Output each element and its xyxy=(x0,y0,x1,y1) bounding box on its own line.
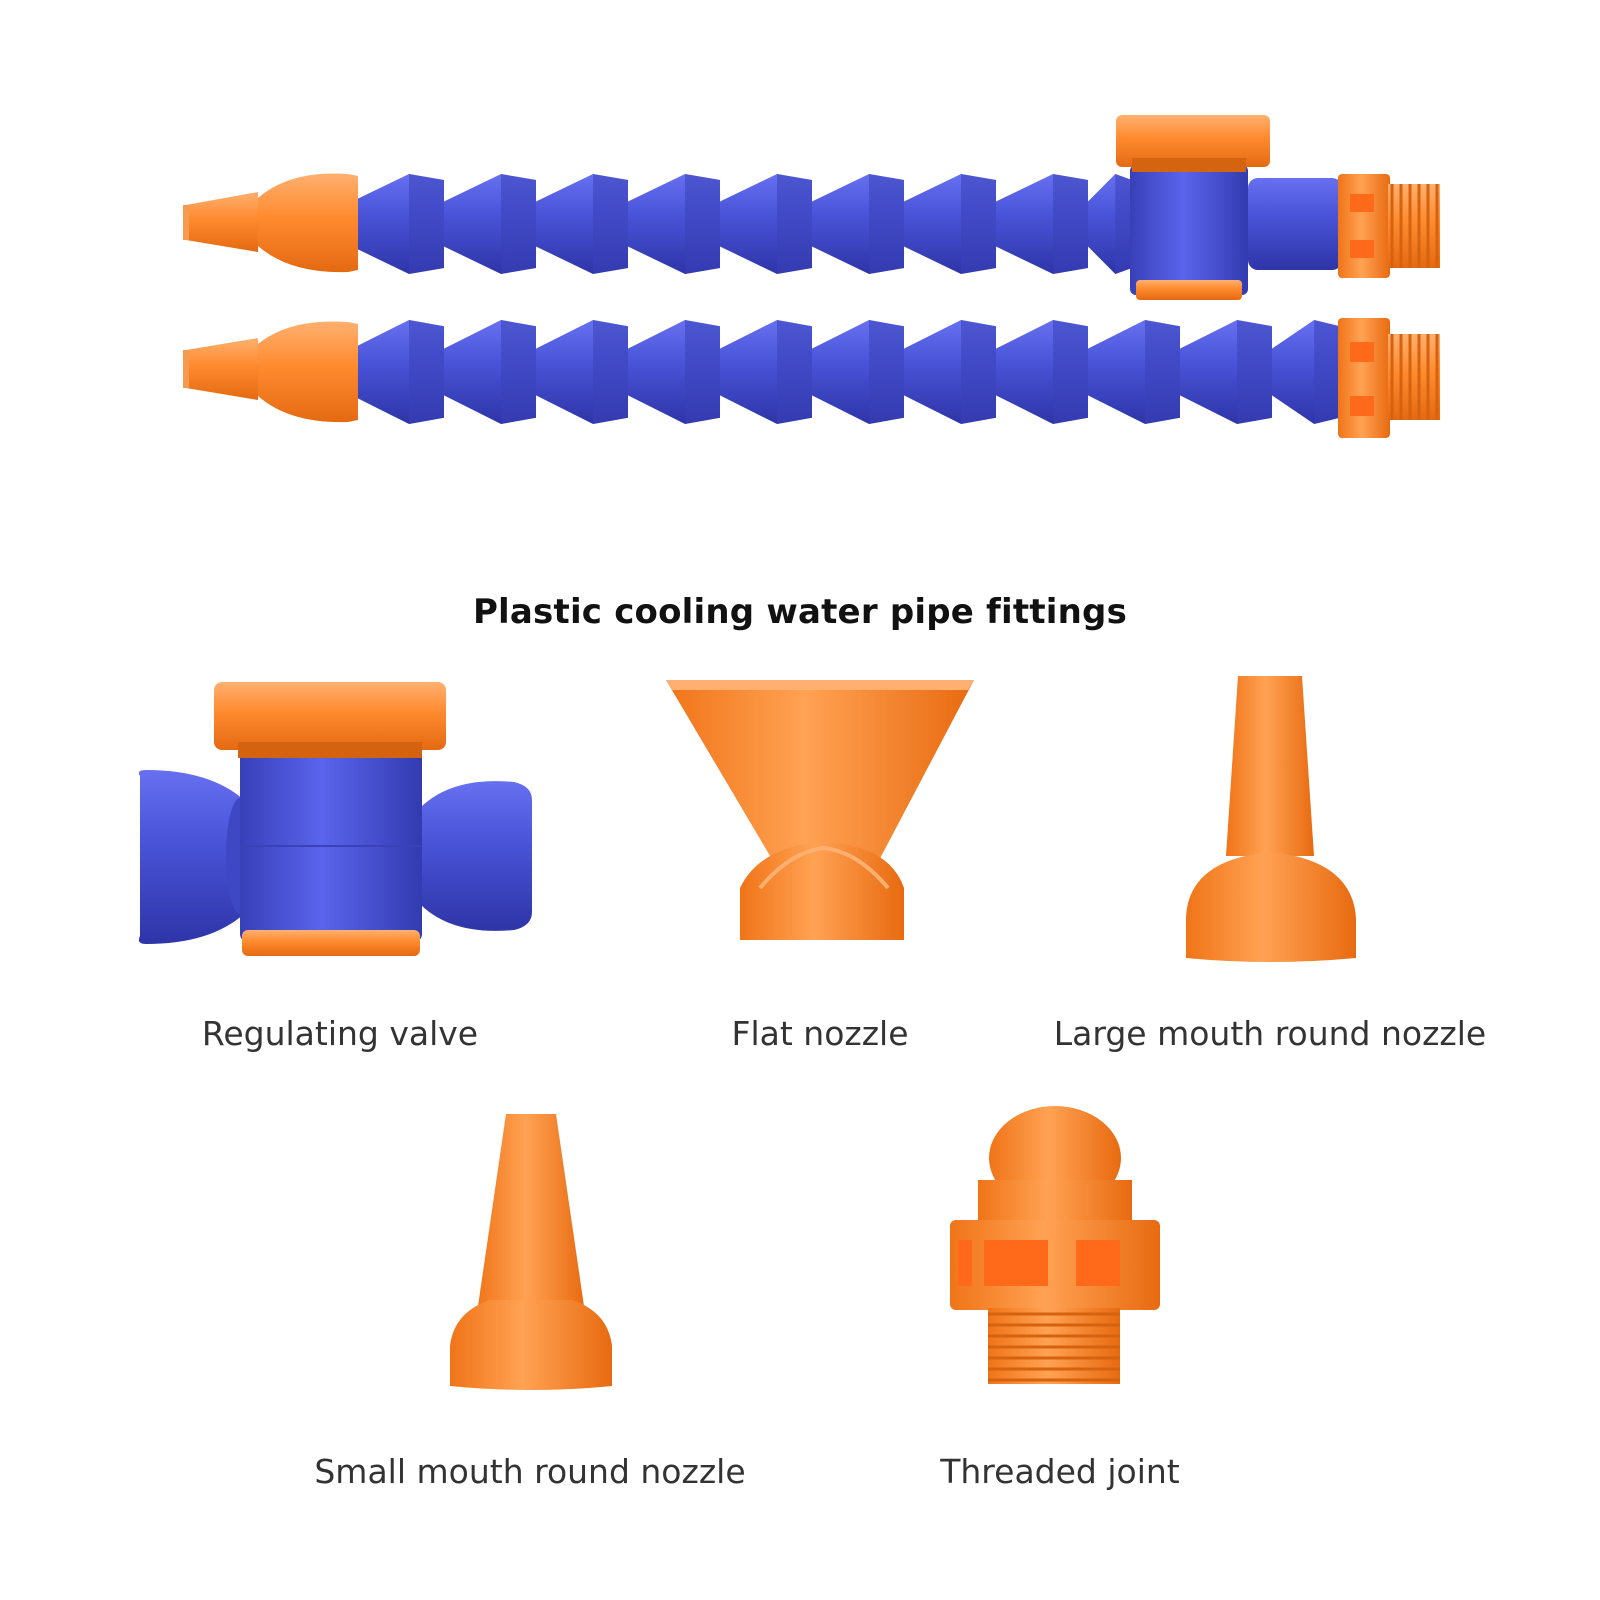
coolant-hose-with-valve-icon xyxy=(183,115,1440,300)
threaded-joint-icon xyxy=(950,1106,1160,1384)
product-label-flat-nozzle: Flat nozzle xyxy=(731,1014,909,1053)
product-label-regulating-valve: Regulating valve xyxy=(201,1014,479,1053)
flat-nozzle-icon xyxy=(666,680,974,940)
coolant-hose-icon xyxy=(183,318,1440,438)
large-mouth-round-nozzle-icon xyxy=(1186,676,1356,962)
small-mouth-round-nozzle-icon xyxy=(450,1114,612,1390)
product-label-small-mouth-round-nozzle: Small mouth round nozzle xyxy=(314,1452,746,1491)
product-label-threaded-joint: Threaded joint xyxy=(940,1452,1180,1491)
regulating-valve-icon xyxy=(138,682,532,956)
product-label-large-mouth-round-nozzle: Large mouth round nozzle xyxy=(1053,1014,1487,1053)
page-title: Plastic cooling water pipe fittings xyxy=(472,592,1128,632)
